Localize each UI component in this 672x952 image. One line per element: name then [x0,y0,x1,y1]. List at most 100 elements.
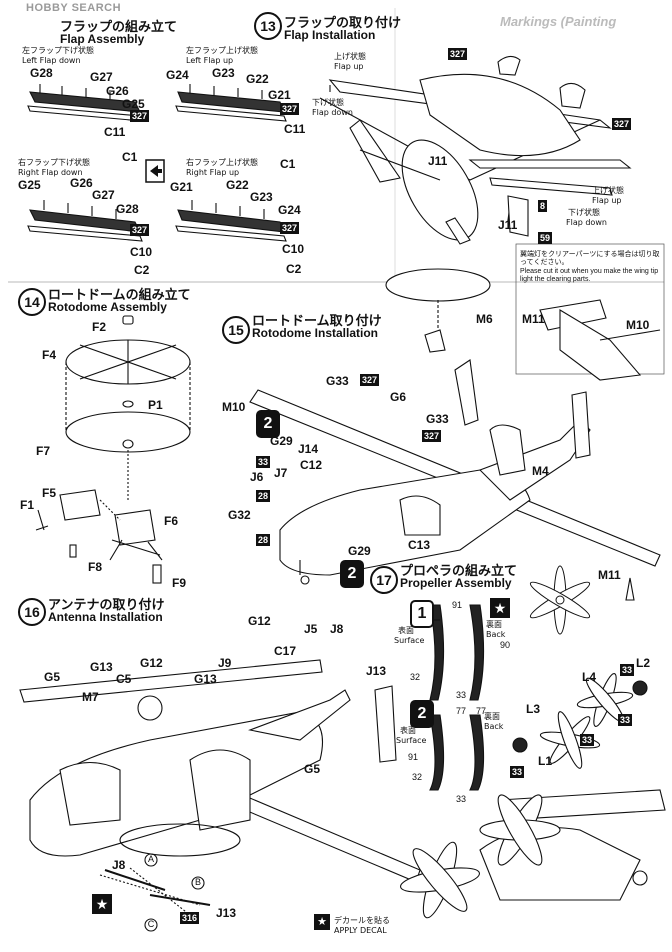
part-label: J5 [304,622,318,636]
part-label: F1 [20,498,35,512]
flap-state-en: Flap down [566,218,607,227]
back-jp: 裏面 [484,712,500,721]
back-en: Back [484,722,504,731]
step13-title-jp: フラップの取り付け [284,16,402,31]
paint-number: 91 [452,600,463,610]
left-down-jp: 左フラップ下げ状態 [22,46,94,55]
flap-state-jp: 下げ状態 [568,208,600,217]
part-label: G13 [90,660,113,674]
part-label: L4 [582,670,597,684]
flap-assembly-title-en: Flap Assembly [60,32,145,46]
faded-header: Markings (Painting [500,14,617,29]
surface-en: Surface [396,736,427,745]
part-label: G27 [90,70,113,84]
part-label: G24 [278,203,301,217]
surface-jp: 表面 [398,626,414,635]
decal-number: 327 [280,103,300,115]
part-label: L1 [538,754,553,768]
flap-state-jp: 下げ状態 [312,98,344,107]
part-label: L2 [636,656,651,670]
step16-title-jp: アンテナの取り付け [48,598,165,613]
decal-number: 327 [612,118,632,130]
part-label: J11 [498,218,518,232]
left-up-jp: 左フラップ上げ状態 [186,46,258,55]
paint-number: 32 [410,672,421,682]
part-label: C1 [122,150,138,164]
flip-arrow-icon [145,159,165,183]
watermark: HOBBY SEARCH [26,2,122,14]
step13-title-en: Flap Installation [284,28,376,42]
star-icon: ★ [314,914,330,930]
part-label: F8 [88,560,103,574]
part-label: J14 [298,442,319,456]
part-label: M6 [476,312,493,326]
detail-letter: C [147,919,155,929]
blade-variant-1 [429,604,485,701]
part-label: G26 [106,84,129,98]
part-label: M4 [532,464,549,478]
paint-number: 90 [500,640,511,650]
part-label: J11 [428,154,448,168]
step14-title-en: Rotodome Assembly [48,300,167,314]
part-label: F5 [42,486,57,500]
part-label: C17 [274,644,297,658]
decal-number: 33 [580,734,595,746]
part-label: G21 [170,180,193,194]
part-label: J8 [330,622,344,636]
paint-number: 77 [476,706,487,716]
part-label: G23 [250,190,273,204]
part-label: G33 [326,374,349,388]
decal-note-en: APPLY DECAL [334,926,387,935]
part-label: F9 [172,576,187,590]
part-label: G22 [246,72,269,86]
paint-number: 32 [412,772,423,782]
part-label: C13 [408,538,431,552]
part-label: F6 [164,514,179,528]
part-label: P1 [148,398,163,412]
part-label: G22 [226,178,249,192]
part-label: G12 [140,656,163,670]
decal-number: 33 [620,664,635,676]
part-label: J7 [274,466,288,480]
decal-number: 327 [422,430,442,442]
detail-letter: B [194,877,201,887]
flap-state-en: Flap up [592,196,622,205]
part-label: J6 [250,470,264,484]
part-label: J8 [112,858,126,872]
right-up-en: Right Flap up [186,168,240,177]
decal-number: 33 [256,456,271,468]
step16-title-en: Antenna Installation [48,610,163,624]
right-down-jp: 右フラップ下げ状態 [18,158,90,167]
part-label: G24 [166,68,189,82]
part-label: M10 [222,400,246,414]
variant-mark: 2 [410,700,434,728]
part-label: J13 [366,664,387,678]
part-label: M11 [522,312,545,326]
part-label: J13 [216,906,237,920]
decal-number: 28 [256,490,271,502]
part-label: G33 [426,412,449,426]
part-label: L3 [526,702,541,716]
part-label: G5 [44,670,61,684]
part-label: G32 [228,508,251,522]
part-label: G29 [348,544,371,558]
decal-number: 59 [538,232,553,244]
decal-number: 33 [510,766,525,778]
paint-number: 77 [456,706,467,716]
decal-number: 327 [130,224,150,236]
note-jp: 翼端灯をクリアーパーツにする場合は切り取ってください。 [520,250,660,266]
step15-aircraft [249,268,661,585]
part-label: F4 [42,348,57,362]
propeller-6-blade [529,565,591,635]
flap-state-jp: 上げ状態 [334,52,366,61]
part-label: C11 [104,125,126,139]
part-label: C2 [286,262,302,276]
step16-aircraft [19,659,421,932]
back-jp: 裏面 [486,620,502,629]
step-number: 15 [222,316,250,344]
decal-number: 327 [130,110,150,122]
step14-title-jp: ロートドームの組み立て [48,288,191,303]
variant-mark: 2 [340,560,364,588]
